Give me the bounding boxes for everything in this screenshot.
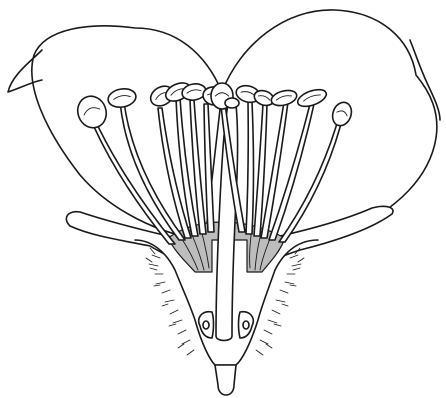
ovule-left <box>203 321 209 329</box>
pedicel <box>215 365 236 395</box>
ovule-right <box>243 321 249 329</box>
right-petal <box>222 10 437 245</box>
stigma <box>225 98 239 108</box>
